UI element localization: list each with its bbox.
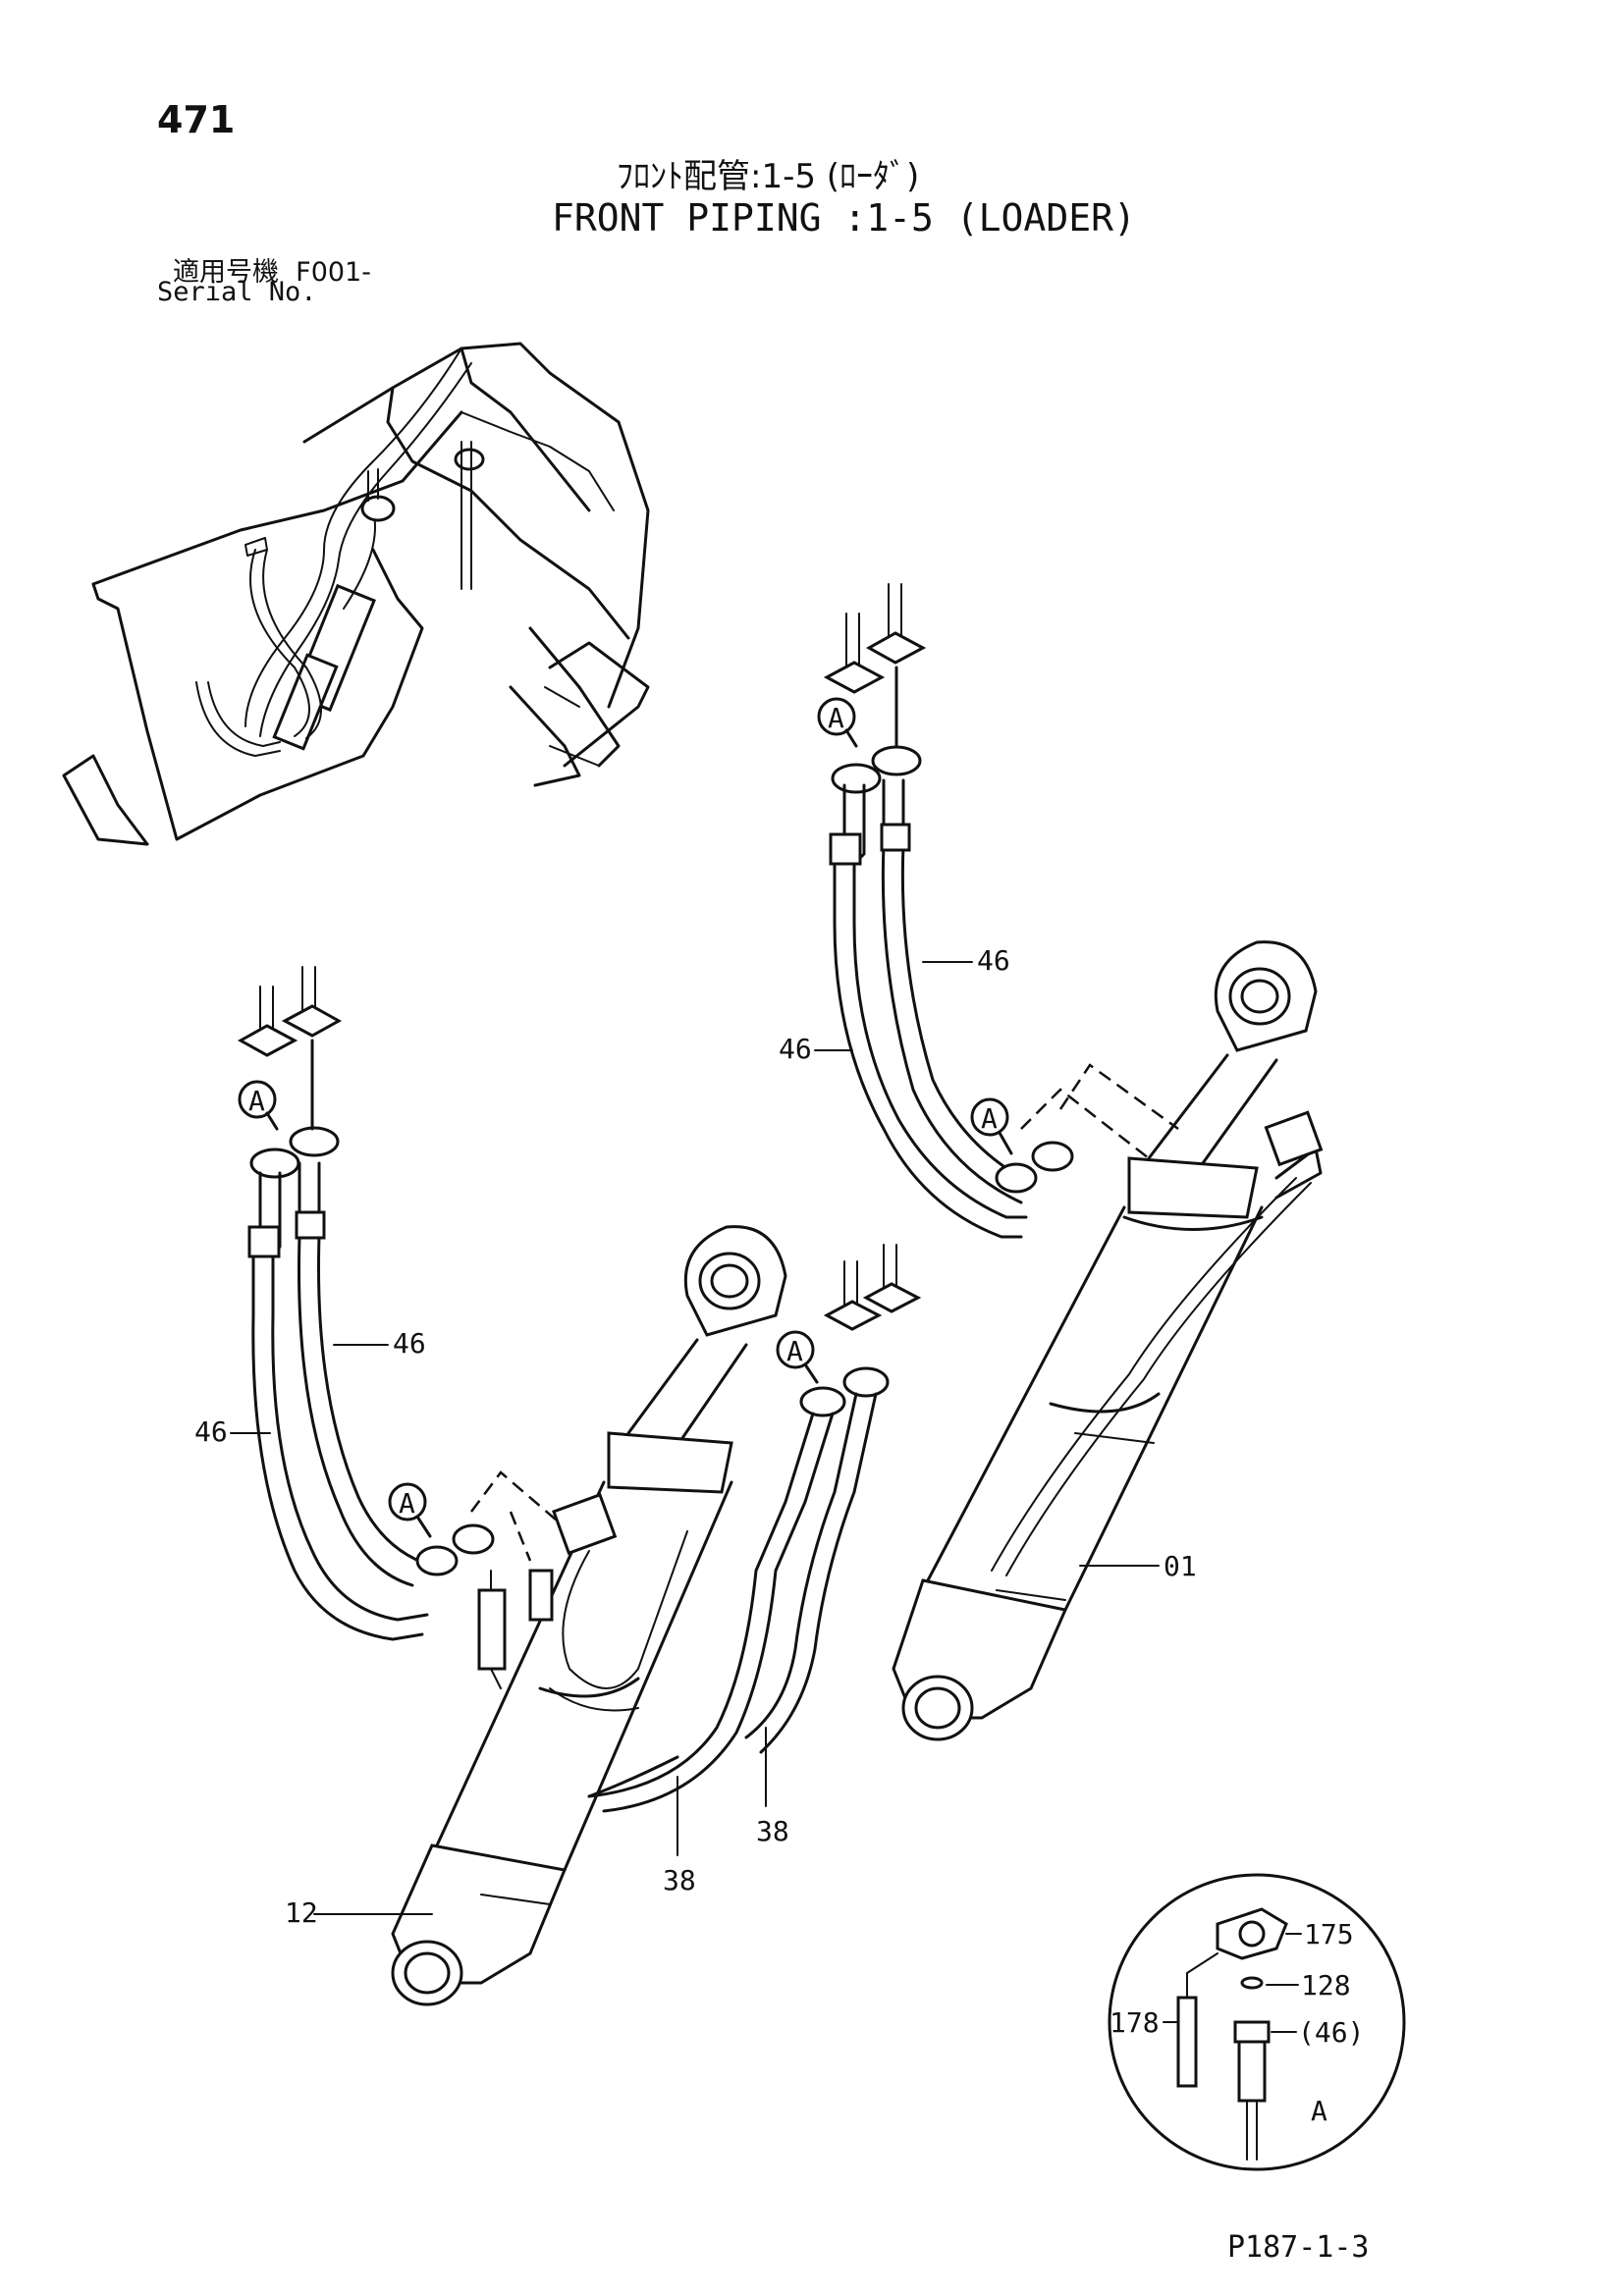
serial-range: F001- — [296, 257, 371, 288]
callout-46-upper-a: 46 — [977, 944, 1010, 977]
detail-part-46: (46) — [1298, 2016, 1364, 2049]
callout-01: 01 — [1164, 1550, 1197, 1582]
page-number: 471 — [157, 98, 236, 141]
title-english: FRONT PIPING :1-5 (LOADER) — [552, 196, 1136, 240]
detail-part-178: 178 — [1110, 2006, 1160, 2039]
view-marker-a-3: A — [248, 1085, 265, 1117]
view-marker-a-1: A — [828, 702, 844, 734]
callout-12: 12 — [285, 1896, 318, 1929]
hose-group-upper-right: A A 46 46 — [779, 583, 1179, 1239]
detail-part-175: 175 — [1304, 1918, 1354, 1950]
detail-part-128: 128 — [1301, 1969, 1351, 2002]
view-marker-a-circle-1 — [817, 697, 856, 736]
tube-group-middle: A 38 38 — [587, 1244, 922, 1896]
callout-46-upper-b: 46 — [779, 1033, 812, 1065]
document-code: P187-1-3 — [1227, 2230, 1370, 2265]
callout-46-left-a: 46 — [393, 1327, 426, 1360]
detail-view-circle — [1108, 1873, 1406, 2171]
view-marker-a-2: A — [981, 1102, 998, 1135]
title-japanese: ﾌﾛﾝﾄ配管:1-5 (ﾛｰﾀﾞ) — [617, 157, 920, 196]
view-marker-a-5: A — [786, 1335, 803, 1367]
serial-label-english: Serial No. — [157, 277, 317, 307]
cylinder-left: 12 — [285, 1225, 787, 2006]
machine-overview-inset — [62, 342, 650, 846]
callout-46-left-b: 46 — [194, 1415, 228, 1448]
serial-label-jp-text: 適用号機 — [173, 257, 279, 288]
detail-view-label: A — [1311, 2095, 1327, 2127]
detail-view-a: 175 128 (46) 178 A — [1108, 1873, 1406, 2171]
callout-38-b: 38 — [756, 1815, 789, 1847]
hose-group-left: A A 46 46 — [194, 966, 570, 1641]
cylinder-right: 01 — [892, 940, 1324, 1741]
serial-label-japanese: 適用号機 F001- — [173, 250, 371, 289]
view-marker-a-4: A — [399, 1487, 415, 1520]
callout-38-a: 38 — [663, 1864, 696, 1896]
